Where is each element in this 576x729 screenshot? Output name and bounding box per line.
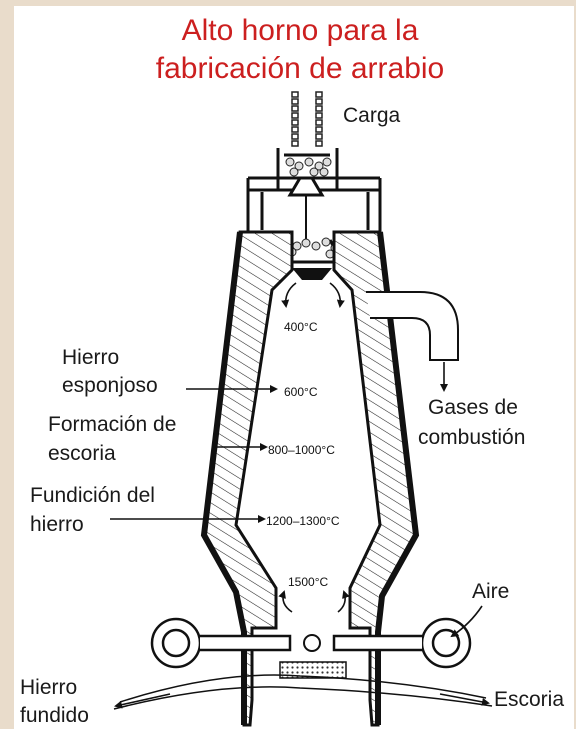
gas-arrows-top <box>281 282 345 308</box>
furnace-outer-shell-right <box>375 231 420 725</box>
pointer-aire <box>450 605 483 638</box>
label-gases-2: combustión <box>418 426 525 449</box>
label-hierro-esponjoso-2: esponjoso <box>62 374 158 397</box>
charge-particles <box>283 157 340 259</box>
label-fundicion-hierro-1: Fundición del <box>30 484 155 507</box>
center-nozzle <box>303 634 321 652</box>
pointer-hierro-fundido <box>114 693 171 709</box>
label-hierro-esponjoso-1: Hierro <box>62 346 119 369</box>
tap-channel-upper <box>119 674 487 703</box>
temp-400: 400°C <box>284 320 318 334</box>
label-escoria: Escoria <box>494 688 564 711</box>
label-aire: Aire <box>472 580 509 603</box>
label-fundicion-hierro-2: hierro <box>30 513 84 536</box>
pointer-escoria <box>439 693 490 706</box>
temp-800-1000: 800–1000°C <box>268 443 335 457</box>
gas-arrows-bottom <box>278 590 350 613</box>
furnace-outer-shell-left <box>200 231 247 725</box>
charge-chains <box>291 91 323 147</box>
title-line-1: Alto horno para la <box>182 14 419 47</box>
label-hierro-fundido-1: Hierro <box>20 676 77 699</box>
label-hierro-fundido-2: fundido <box>20 704 89 727</box>
tap-channel-lower <box>113 686 493 710</box>
temp-600: 600°C <box>284 385 318 399</box>
slag-layer <box>279 661 347 679</box>
label-formacion-escoria-2: escoria <box>48 442 116 465</box>
air-tuyere-left <box>150 617 292 669</box>
charge-bell <box>292 268 332 280</box>
air-tuyere-right <box>332 617 472 669</box>
title-line-2: fabricación de arrabio <box>156 52 445 85</box>
label-gases-1: Gases de <box>428 396 518 419</box>
temp-1500: 1500°C <box>288 575 328 589</box>
temp-1200-1300: 1200–1300°C <box>266 514 340 528</box>
label-carga: Carga <box>343 104 401 127</box>
exhaust-pipe <box>366 291 459 361</box>
label-formacion-escoria-1: Formación de <box>48 413 176 436</box>
